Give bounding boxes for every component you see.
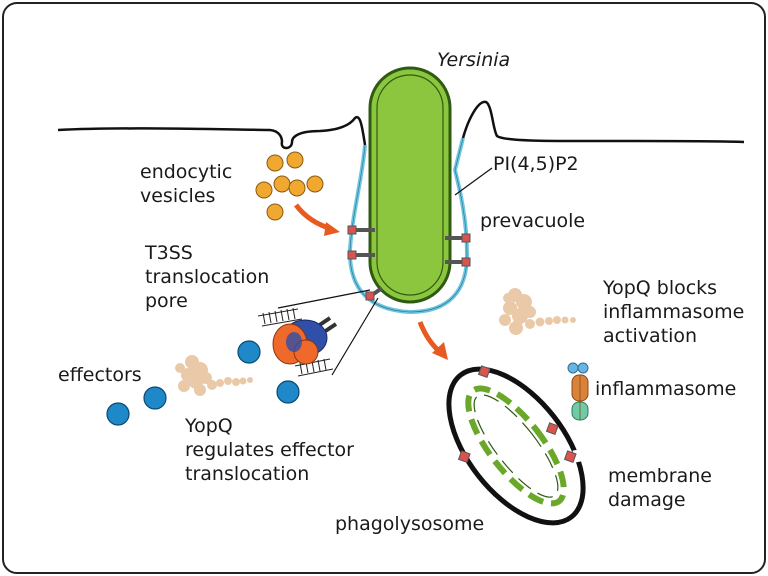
- t3ss-needle-right-top: [445, 233, 471, 243]
- label-pip2: PI(4,5)P2: [493, 153, 579, 175]
- arrow-prevacuole-to-phagolysosome: [417, 321, 448, 360]
- label-inflammasome: inflammasome: [595, 378, 737, 400]
- endocytic-vesicles: [255, 151, 324, 221]
- degraded-bacterium-outer: [465, 385, 567, 507]
- yersinia-bacterium: [368, 66, 452, 304]
- yopq-protein-right: [499, 288, 576, 335]
- effector-molecule: [143, 386, 167, 410]
- t3ss-translocation-pore: [257, 307, 338, 377]
- pip2-pointer: [454, 167, 493, 196]
- inflammasome-complex: [567, 362, 589, 421]
- vesicle: [288, 179, 306, 197]
- t3ss-needle-right-bottom: [445, 257, 471, 267]
- plasma-membrane: [57, 115, 367, 150]
- label-endocytic-vesicles: endocytic vesicles: [140, 161, 233, 207]
- vesicle: [266, 203, 284, 221]
- phagolysosome: [446, 365, 586, 526]
- vesicle: [306, 175, 324, 193]
- yersinia-inner-membrane: [376, 74, 444, 296]
- label-phagolysosome: phagolysosome: [335, 513, 485, 535]
- zoom-line-top: [277, 289, 371, 309]
- label-yopq-blocks: YopQ blocks inflammasome activation: [603, 277, 745, 347]
- t3ss-needle-left-lower: [365, 286, 384, 301]
- label-membrane-damage: membrane damage: [608, 465, 712, 511]
- zoom-line-bottom: [331, 297, 379, 376]
- vesicle: [286, 151, 304, 169]
- phagolysosome-pores: [457, 365, 577, 464]
- pore-channel: [286, 332, 302, 352]
- degraded-bacterium-inner: [473, 394, 559, 498]
- label-effectors: effectors: [58, 364, 142, 386]
- label-t3ss-pore: T3SS translocation pore: [145, 242, 270, 312]
- label-yopq-regulates: YopQ regulates effector translocation: [185, 415, 354, 485]
- t3ss-needle-left-top: [347, 225, 375, 235]
- yopq-protein-left: [175, 355, 253, 396]
- effector-molecule: [237, 340, 261, 364]
- effector-molecule: [106, 402, 130, 426]
- label-yersinia: Yersinia: [437, 49, 511, 71]
- t3ss-needle-left-bottom: [347, 250, 375, 260]
- membrane-damage-gaps: [549, 382, 582, 497]
- vesicle: [255, 181, 273, 199]
- effector-molecule: [276, 380, 300, 404]
- arrow-vesicles-to-prevacuole: [294, 203, 340, 236]
- prevacuole-membrane-edge: [349, 137, 468, 313]
- lipid-bilayer-upper: [257, 307, 303, 327]
- vesicle: [273, 175, 291, 193]
- effectors-group: [106, 340, 300, 426]
- vesicle: [266, 154, 284, 172]
- plasma-membrane-right: [461, 100, 745, 144]
- label-prevacuole: prevacuole: [480, 210, 586, 232]
